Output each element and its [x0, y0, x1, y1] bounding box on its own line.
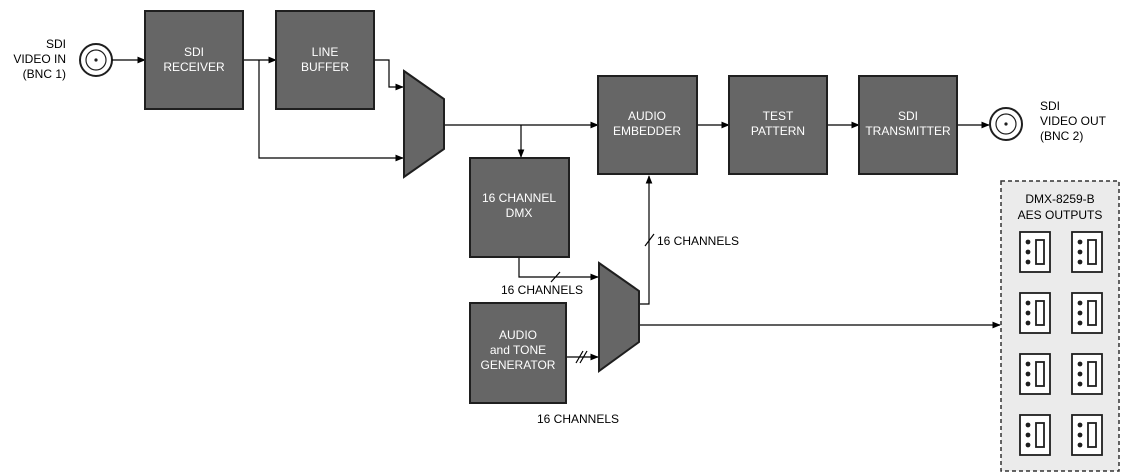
output-label-line3: (BNC 2): [1040, 129, 1083, 143]
input-label-line3: (BNC 1): [23, 67, 66, 81]
aes-panel-title-1: DMX-8259-B: [1025, 192, 1094, 206]
bus-slash-to-embedder: [644, 233, 655, 247]
line-buffer-label-2: BUFFER: [301, 60, 349, 74]
signal-wires: [112, 56, 1001, 364]
line-buffer-label-1: LINE: [312, 45, 339, 59]
audio-tone-generator-block: AUDIO and TONE GENERATOR: [469, 302, 567, 404]
channel-dmx-block: 16 CHANNEL DMX: [469, 157, 570, 258]
test-pattern-label-1: TEST: [763, 109, 794, 123]
input-label-line2: VIDEO IN: [13, 52, 66, 66]
aes-output-connector-icon: [1019, 292, 1051, 334]
wire-buffer-to-mux: [374, 59, 404, 91]
sdi-video-in-label: SDI VIDEO IN (BNC 1): [13, 37, 66, 81]
generator-label-1: AUDIO: [499, 328, 537, 342]
bus-label-from-dmx: 16 CHANNELS: [501, 283, 583, 297]
wire-dmx-to-audio-mux: [518, 258, 599, 281]
sdi-transmitter-block: SDI TRANSMITTER: [858, 75, 958, 175]
aes-output-connector-icon: [1019, 231, 1051, 273]
audio-embedder-label-2: EMBEDDER: [613, 124, 681, 138]
bus-label-to-embedder: 16 CHANNELS: [657, 234, 739, 248]
bus-slash-from-generator-b: [579, 350, 588, 364]
aes-connector-grid: [1019, 231, 1103, 456]
output-label-line1: SDI: [1040, 99, 1060, 113]
bus-slash-from-dmx: [550, 271, 561, 283]
line-buffer-block: LINE BUFFER: [275, 10, 375, 110]
aes-output-connector-icon: [1071, 292, 1103, 334]
aes-output-connector-icon: [1071, 231, 1103, 273]
bus-slash-from-generator-a: [575, 350, 584, 364]
bnc-input-connector-icon: [79, 43, 113, 77]
bnc-output-connector-icon: [989, 107, 1023, 141]
test-pattern-block: TEST PATTERN: [728, 75, 828, 175]
sdi-transmitter-label-2: TRANSMITTER: [865, 124, 951, 138]
aes-outputs-panel: DMX-8259-B AES OUTPUTS: [1000, 180, 1120, 472]
channel-dmx-label-2: DMX: [506, 206, 533, 220]
sdi-receiver-block: SDI RECEIVER: [144, 10, 244, 110]
generator-label-3: GENERATOR: [481, 358, 556, 372]
wire-bypass-to-mux: [258, 60, 404, 162]
audio-embedder-block: AUDIO EMBEDDER: [597, 75, 698, 175]
sdi-receiver-label-2: RECEIVER: [163, 60, 225, 74]
sdi-receiver-label-1: SDI: [184, 45, 204, 59]
output-label-line2: VIDEO OUT: [1040, 114, 1107, 128]
test-pattern-label-2: PATTERN: [751, 124, 805, 138]
bus-label-from-generator: 16 CHANNELS: [537, 412, 619, 426]
aes-output-connector-icon: [1071, 353, 1103, 395]
aes-output-connector-icon: [1019, 414, 1051, 456]
wire-audio-mux-to-embedder: [639, 175, 653, 305]
aes-output-connector-icon: [1019, 353, 1051, 395]
audio-mux: [598, 261, 640, 373]
input-label-line1: SDI: [46, 37, 66, 51]
sdi-transmitter-label-1: SDI: [898, 109, 918, 123]
channel-dmx-label-1: 16 CHANNEL: [482, 191, 556, 205]
generator-label-2: and TONE: [490, 343, 546, 357]
video-mux: [403, 69, 445, 179]
aes-panel-title-2: AES OUTPUTS: [1018, 208, 1103, 222]
aes-output-connector-icon: [1071, 414, 1103, 456]
audio-embedder-label-1: AUDIO: [628, 109, 666, 123]
sdi-video-out-label: SDI VIDEO OUT (BNC 2): [1040, 99, 1107, 143]
